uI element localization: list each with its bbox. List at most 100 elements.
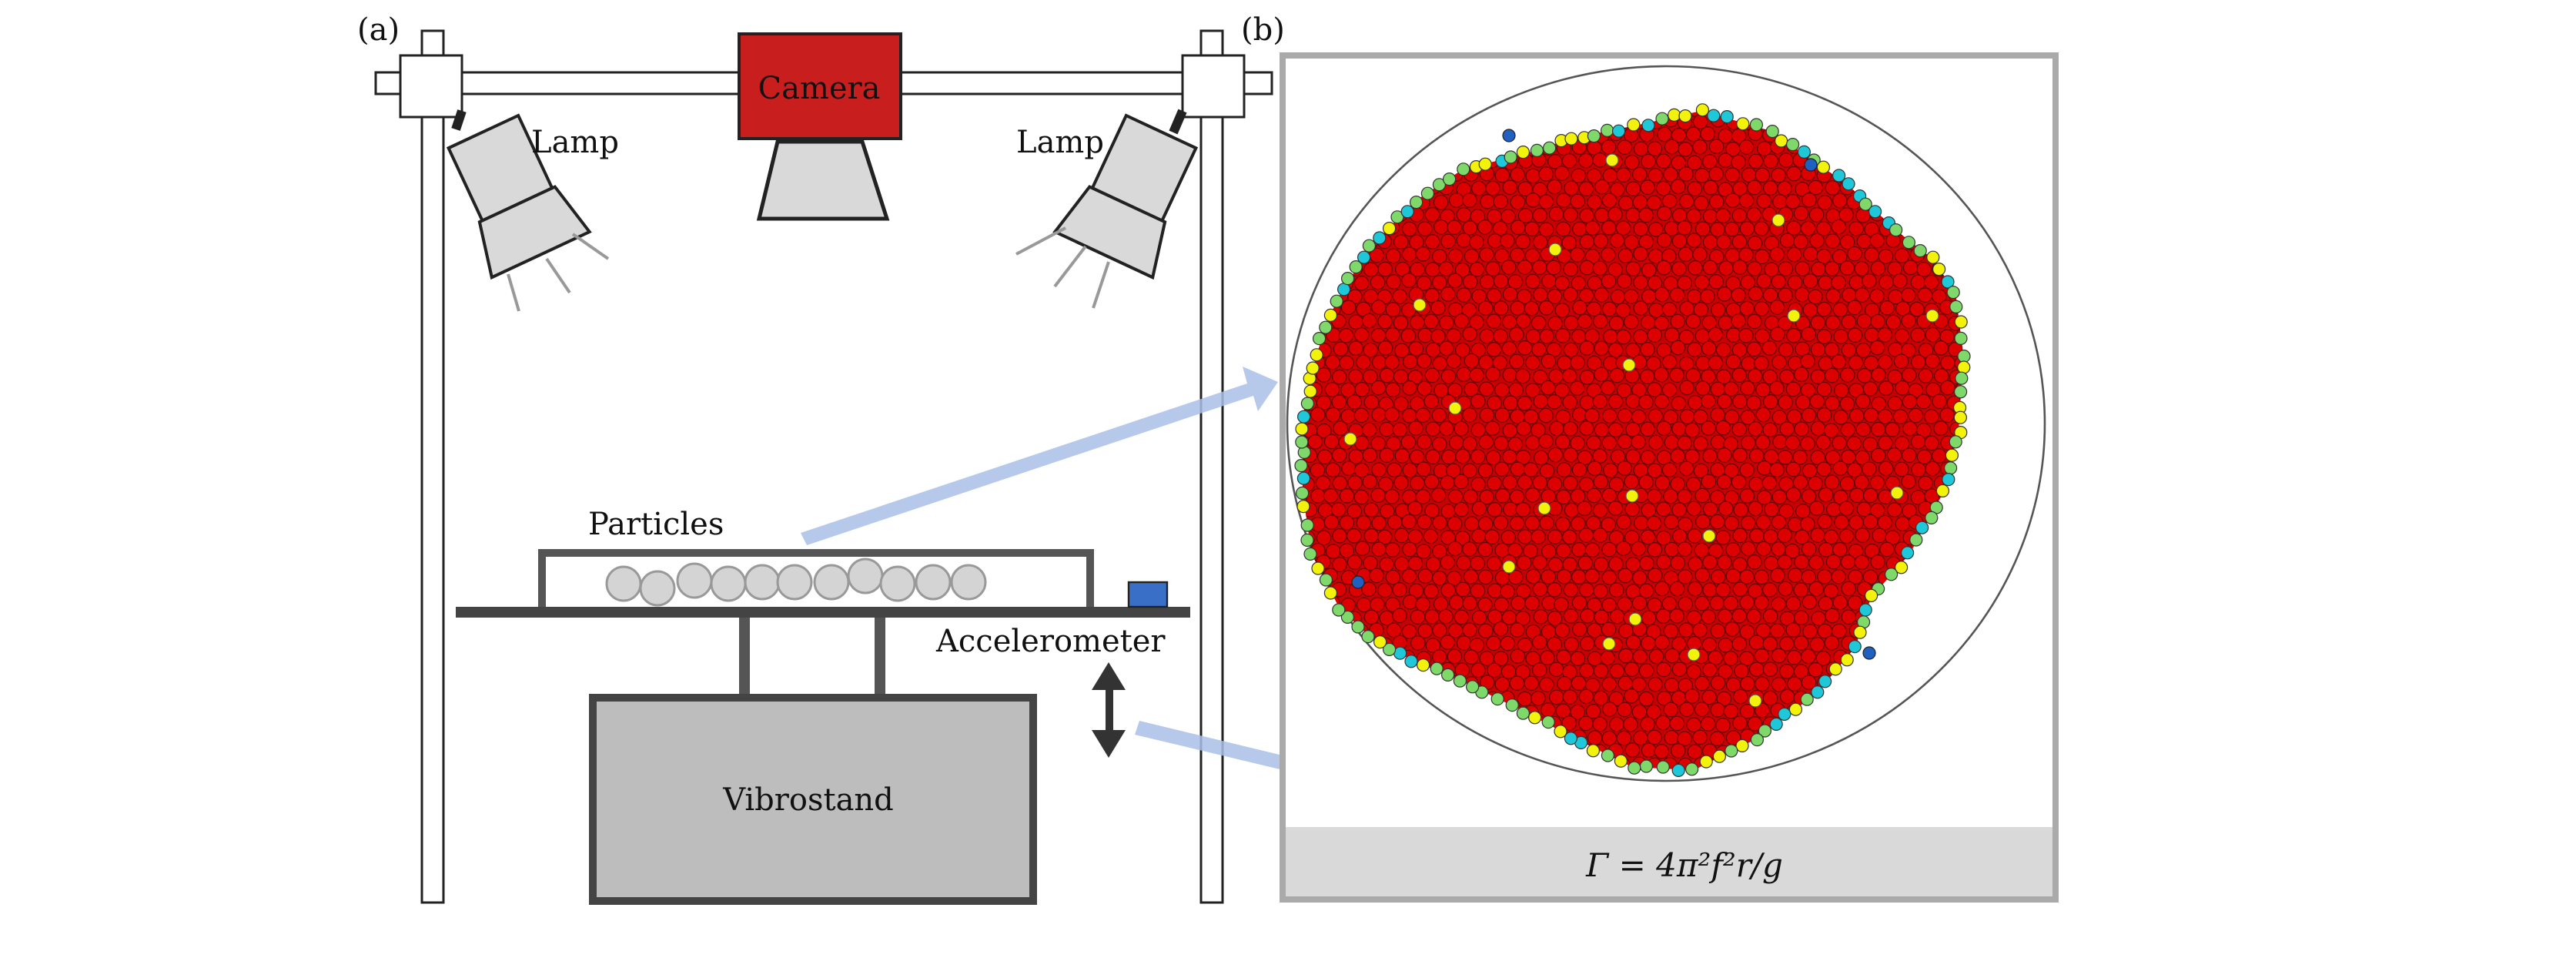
cluster-particle <box>1862 437 1878 452</box>
cluster-particle <box>1640 421 1656 437</box>
cluster-particle <box>1347 528 1362 544</box>
cluster-particle <box>1438 608 1454 625</box>
cluster-particle <box>1846 436 1862 451</box>
edge-particle <box>1453 674 1467 688</box>
cluster-particle <box>1624 742 1641 758</box>
cluster-particle <box>1323 434 1340 450</box>
cluster-particle <box>1688 394 1703 410</box>
cluster-particle <box>1769 462 1785 477</box>
cluster-particle <box>1747 716 1763 732</box>
cluster-particle <box>1848 220 1864 236</box>
cluster-particle <box>1739 488 1755 504</box>
cluster-particle <box>1879 300 1895 316</box>
edge-particle <box>1416 658 1430 672</box>
cluster-particle <box>1523 543 1538 559</box>
cluster-particle <box>1654 315 1670 331</box>
cluster-particle <box>1688 260 1703 276</box>
cluster-particle <box>1664 729 1679 745</box>
cluster-particle <box>1808 476 1823 491</box>
cluster-particle <box>1934 368 1949 383</box>
cluster-particle <box>1508 382 1524 398</box>
cluster-particle <box>1661 301 1678 317</box>
cluster-particle <box>1432 649 1447 665</box>
cluster-particle <box>1548 661 1564 677</box>
cluster-particle <box>1871 421 1886 437</box>
cluster-particle <box>1856 501 1872 517</box>
defect-particle <box>1925 309 1939 323</box>
cluster-particle <box>1384 354 1400 370</box>
cluster-particle <box>1555 434 1571 450</box>
defect-particle <box>1537 501 1551 515</box>
cluster-particle <box>1462 193 1477 208</box>
cluster-particle <box>1601 676 1618 692</box>
cluster-particle <box>1541 544 1557 559</box>
cluster-particle <box>1609 582 1624 598</box>
edge-particle <box>1296 410 1311 424</box>
cluster-particle <box>1601 541 1617 558</box>
edge-particle <box>1778 707 1791 722</box>
cluster-particle <box>1655 608 1671 624</box>
defect-particle <box>1625 489 1639 503</box>
cluster-particle <box>1572 300 1587 316</box>
cluster-particle <box>1647 275 1663 291</box>
cluster-particle <box>1656 260 1672 276</box>
cluster-particle <box>1647 141 1663 156</box>
cluster-particle <box>1394 556 1410 572</box>
cluster-particle <box>1432 622 1447 638</box>
cluster-particle <box>1564 502 1580 518</box>
edge-particle <box>1695 103 1709 117</box>
cluster-particle <box>1331 394 1347 410</box>
cluster-particle <box>1847 246 1862 262</box>
cluster-particle <box>1402 380 1417 396</box>
cluster-particle <box>1902 260 1919 276</box>
cluster-particle <box>1792 449 1808 465</box>
edge-particle <box>1361 629 1375 644</box>
cluster-particle <box>1363 262 1379 277</box>
defect-particle <box>1502 560 1516 574</box>
cluster-particle <box>1862 514 1878 530</box>
cluster-particle <box>1631 704 1648 720</box>
cluster-particle <box>1516 420 1531 437</box>
cluster-particle <box>1717 608 1733 625</box>
vibrostand-label: Vibrostand <box>722 782 894 818</box>
cluster-particle <box>1633 246 1648 262</box>
cluster-particle <box>1633 274 1648 290</box>
cluster-particle <box>1548 206 1564 222</box>
cluster-particle <box>1708 273 1724 290</box>
cluster-particle <box>1687 155 1702 171</box>
cluster-particle <box>1486 635 1501 651</box>
cluster-particle <box>1371 515 1387 531</box>
cluster-particle <box>1646 515 1662 531</box>
cluster-particle <box>1617 461 1632 476</box>
cluster-particle <box>1592 152 1607 168</box>
cluster-particle <box>1757 460 1772 476</box>
cluster-particle <box>1678 329 1694 345</box>
cluster-particle <box>1479 246 1494 263</box>
cluster-particle <box>1677 275 1692 291</box>
cluster-particle <box>1647 382 1662 397</box>
cluster-particle <box>1417 221 1433 236</box>
cluster-particle <box>1834 514 1849 530</box>
cluster-particle <box>1802 624 1818 639</box>
cluster-particle <box>1755 167 1770 183</box>
cluster-particle <box>1532 369 1548 385</box>
cluster-particle <box>1817 195 1832 210</box>
cluster-particle <box>1380 503 1395 519</box>
cluster-particle <box>1747 260 1762 276</box>
cluster-particle <box>1469 234 1484 250</box>
cluster-particle <box>1348 369 1363 384</box>
cluster-particle <box>1586 487 1602 504</box>
cluster-particle <box>1403 353 1418 370</box>
edge-particle <box>1296 499 1310 514</box>
cluster-particle <box>1771 273 1787 290</box>
edge-particle <box>1655 112 1669 126</box>
cluster-particle <box>1325 462 1341 477</box>
cluster-particle <box>1857 367 1872 383</box>
cluster-particle <box>1738 327 1754 343</box>
cluster-particle <box>1870 260 1886 276</box>
cluster-particle <box>1808 581 1824 597</box>
cluster-particle <box>1609 608 1625 625</box>
cluster-particle <box>1607 342 1624 358</box>
cluster-particle <box>1549 420 1564 437</box>
cluster-particle <box>1847 300 1862 316</box>
